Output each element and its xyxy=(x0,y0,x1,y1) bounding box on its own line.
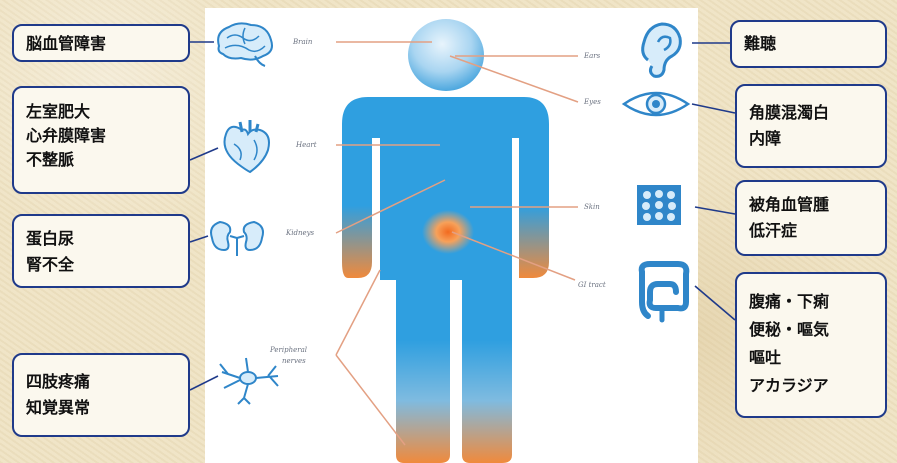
kidney-icon xyxy=(211,222,263,256)
label-kidneys: Kidneys xyxy=(285,229,315,237)
intestine-icon xyxy=(642,264,687,320)
label-gi-tract: GI tract xyxy=(578,281,606,289)
callout-text: 左室肥大 xyxy=(26,100,176,124)
brain-icon xyxy=(218,23,272,66)
callout-skin: 被角血管腫 低汗症 xyxy=(735,180,887,256)
ear-icon xyxy=(643,24,681,76)
heart-icon xyxy=(225,120,270,172)
callout-text: 蛋白尿 xyxy=(26,226,176,252)
callout-text: 腹痛・下痢 xyxy=(749,288,873,316)
label-peripheral: Peripheral xyxy=(269,346,307,354)
callout-ears: 難聴 xyxy=(730,20,887,68)
callout-kidneys: 蛋白尿 腎不全 xyxy=(12,214,190,288)
label-nerves: nerves xyxy=(282,357,306,365)
callout-text: 便秘・嘔気 xyxy=(749,316,873,344)
callout-text: 嘔吐 xyxy=(749,344,873,372)
head xyxy=(408,19,484,91)
callout-text: 難聴 xyxy=(744,34,873,54)
human-figure xyxy=(342,19,549,463)
callout-text: 角膜混濁白 xyxy=(749,100,873,126)
label-skin: Skin xyxy=(584,203,600,211)
eye-icon xyxy=(624,93,688,115)
label-heart: Heart xyxy=(295,141,317,149)
callout-text: 不整脈 xyxy=(26,148,176,172)
callout-heart: 左室肥大 心弁膜障害 不整脈 xyxy=(12,86,190,194)
callout-eyes: 角膜混濁白 内障 xyxy=(735,84,887,168)
skin-icon xyxy=(637,185,681,225)
label-brain: Brain xyxy=(292,38,313,46)
callout-text: 低汗症 xyxy=(749,218,873,244)
callout-text: 腎不全 xyxy=(26,252,176,278)
neuron-icon xyxy=(220,358,278,404)
callout-nerves: 四肢疼痛 知覚異常 xyxy=(12,353,190,437)
callout-gi: 腹痛・下痢 便秘・嘔気 嘔吐 アカラジア xyxy=(735,272,887,418)
callout-text: 脳血管障害 xyxy=(26,34,176,54)
callout-text: 被角血管腫 xyxy=(749,192,873,218)
label-ears: Ears xyxy=(583,52,601,60)
label-eyes: Eyes xyxy=(583,98,601,106)
callout-brain: 脳血管障害 xyxy=(12,24,190,62)
callout-text: アカラジア xyxy=(749,372,873,400)
callout-text: 四肢疼痛 xyxy=(26,369,176,395)
callout-text: 知覚異常 xyxy=(26,395,176,421)
callout-text: 内障 xyxy=(749,126,873,152)
gi-highlight xyxy=(422,210,474,254)
callout-text: 心弁膜障害 xyxy=(26,124,176,148)
